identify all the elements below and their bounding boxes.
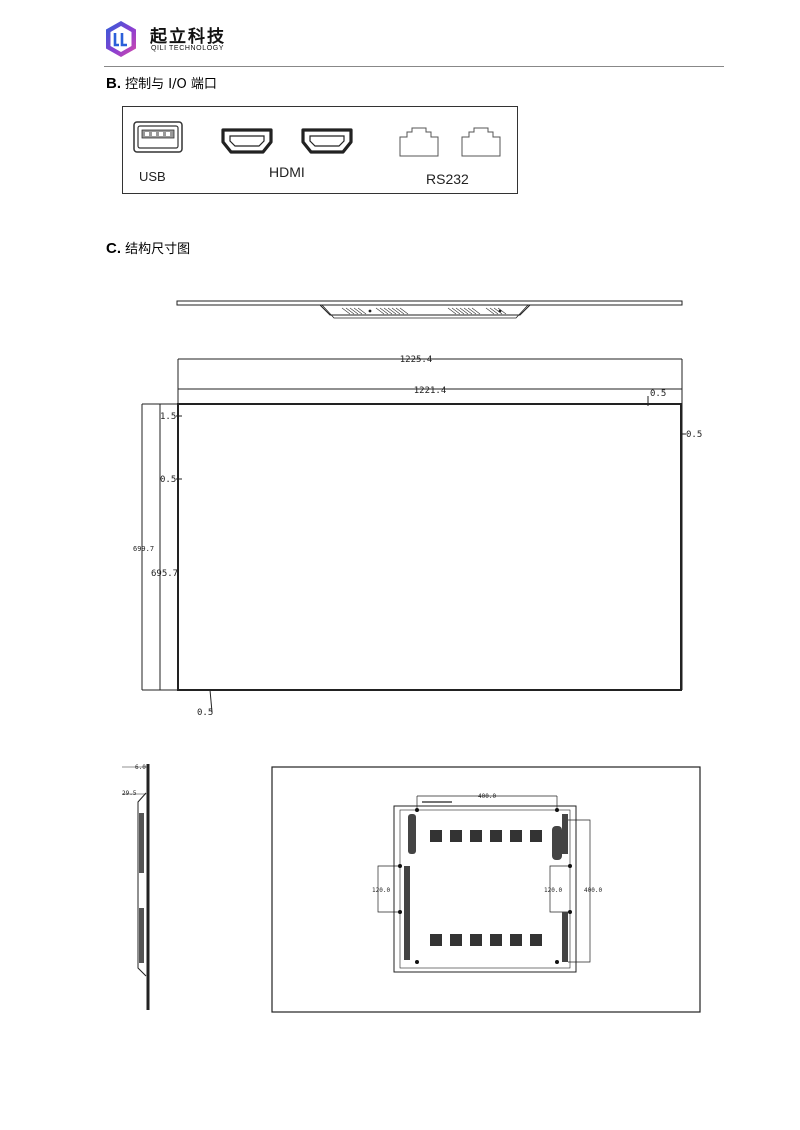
- dim-mount-width: 400.0: [478, 793, 496, 800]
- dim-bezel-right: 0.5: [686, 430, 702, 440]
- usb-label: USB: [139, 169, 166, 184]
- ql-hexagon-logo-icon: [106, 21, 136, 57]
- hdmi-port-icon: [301, 128, 353, 154]
- dim-depth-top: 6.0: [135, 764, 146, 771]
- top-view-drawing: [176, 300, 683, 319]
- section-b-heading: B. 控制与 I/O 端口: [106, 73, 217, 92]
- dim-overall-width: 1225.4: [400, 355, 433, 365]
- usb-port-icon: [133, 121, 183, 153]
- hdmi-port-icon: [221, 128, 273, 154]
- rear-view-drawing: 400.0 120.0 120.0 400.0: [271, 766, 701, 1013]
- dim-bezel-bottom: 0.5: [197, 708, 213, 718]
- section-c-letter: C.: [106, 240, 121, 257]
- dim-panel-width: 1221.4: [414, 386, 447, 396]
- dim-left-spacing: 120.0: [372, 887, 390, 894]
- dim-bezel-left: 0.5: [160, 475, 176, 485]
- brand-name-en: QILI TECHNOLOGY: [151, 45, 225, 52]
- side-view-drawing: 6.0 29.5: [122, 764, 150, 1010]
- dim-bezel-top-right: 0.5: [650, 389, 666, 399]
- section-b-title: 控制与 I/O 端口: [125, 77, 217, 92]
- rs232-port-icon: [399, 127, 439, 157]
- dim-panel-height: 695.7: [151, 569, 178, 579]
- dim-depth-body: 29.5: [122, 790, 137, 797]
- io-port-panel: USB HDMI RS232: [122, 106, 518, 194]
- dim-right-spacing: 120.0: [544, 887, 562, 894]
- header-divider: [104, 66, 724, 67]
- hdmi-label: HDMI: [269, 164, 305, 180]
- section-c-heading: C. 结构尺寸图: [106, 238, 190, 257]
- section-b-letter: B.: [106, 75, 121, 92]
- dim-overall-height: 699.7: [133, 545, 154, 553]
- dim-bezel-top: 1.5: [160, 412, 176, 422]
- brand-name-cn: 起立科技: [150, 27, 226, 47]
- dim-mount-height: 400.0: [584, 887, 602, 894]
- front-view-drawing: 1225.4 1221.4 0.5 0.5 1.5 0.5 699.7 695.…: [133, 355, 702, 718]
- rs232-port-icon: [461, 127, 501, 157]
- rs232-label: RS232: [426, 171, 469, 187]
- section-c-title: 结构尺寸图: [125, 242, 191, 257]
